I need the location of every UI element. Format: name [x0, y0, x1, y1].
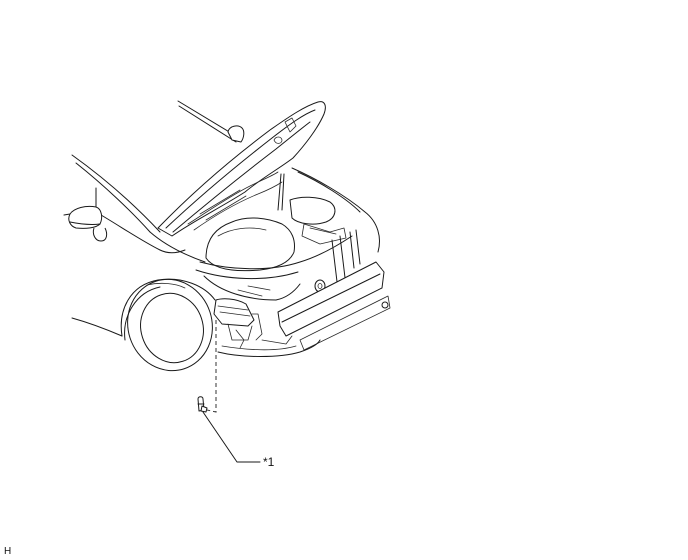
open-hood	[157, 101, 326, 237]
body-side	[71, 154, 206, 337]
engine-compartment	[195, 167, 380, 301]
figure-code: H	[4, 546, 12, 557]
lower-front	[213, 298, 321, 357]
part-1-component	[197, 396, 208, 413]
front-wheel	[120, 278, 216, 372]
callout-label-1: *1	[263, 455, 275, 469]
installation-leader	[206, 320, 217, 413]
side-mirror	[63, 205, 108, 242]
bumper-reinforcement	[277, 261, 391, 351]
windshield-edge	[177, 100, 245, 143]
callout-leader-1	[202, 411, 261, 463]
